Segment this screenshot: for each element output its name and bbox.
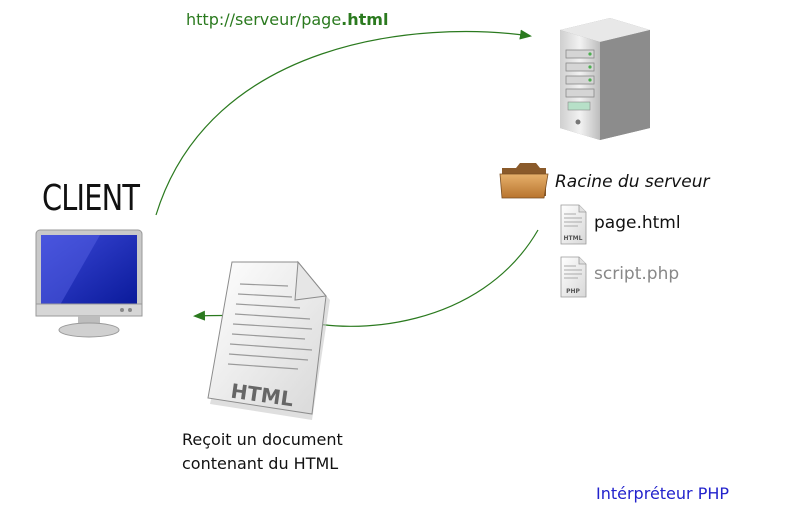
document-caption: Reçoit un document contenant du HTML (182, 428, 343, 476)
url-prefix: http://serveur/page (186, 10, 342, 29)
php-file-icon: PHP (560, 256, 587, 298)
request-arrow (155, 29, 532, 216)
html-file-icon: HTML (560, 204, 587, 245)
client-label: CLIENT (42, 178, 140, 219)
html-file-badge: HTML (564, 235, 583, 242)
html-document-icon: HTML (207, 260, 330, 420)
request-url-label: http://serveur/page.html (186, 10, 388, 29)
url-extension: .html (341, 10, 389, 29)
client-monitor-icon (35, 229, 143, 338)
server-icon (560, 18, 650, 140)
php-file-badge: PHP (566, 288, 580, 295)
caption-line-2: contenant du HTML (182, 454, 339, 473)
caption-line-1: Reçoit un document (182, 430, 343, 449)
server-root-label: Racine du serveur (555, 172, 710, 192)
php-file-name: script.php (594, 264, 680, 284)
html-file-name: page.html (594, 213, 681, 233)
php-interpreter-label: Intérpréteur PHP (596, 484, 730, 503)
document-text-lines (227, 283, 313, 370)
folder-icon (499, 163, 549, 199)
